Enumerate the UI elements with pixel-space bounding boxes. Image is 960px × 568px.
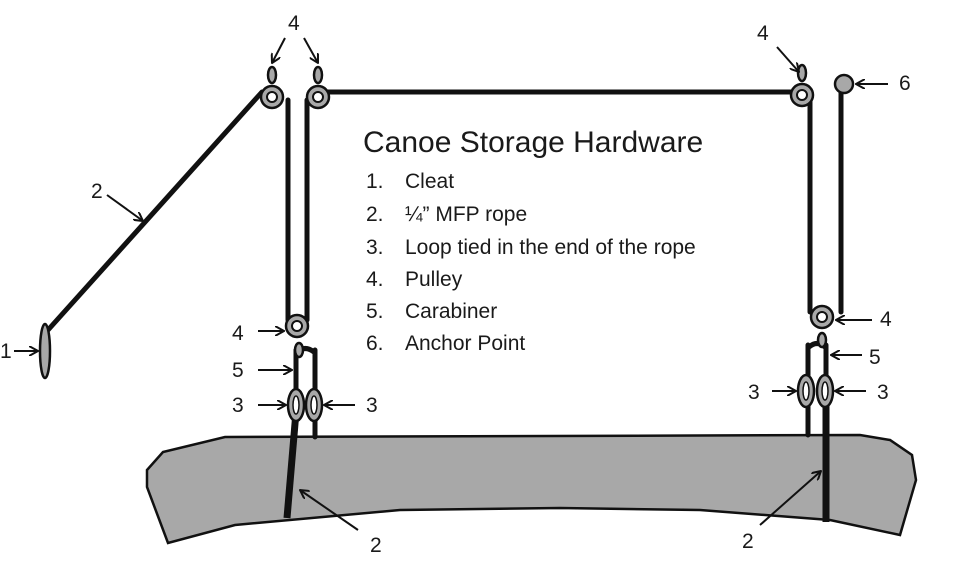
callout-rope-left-canoe: 2 xyxy=(370,534,382,557)
canoe-hull xyxy=(145,433,918,545)
callout-rope-upper: 2 xyxy=(91,180,103,203)
legend-num: 2. xyxy=(366,203,384,226)
legend-num: 6. xyxy=(366,332,384,355)
callout-pulley-right-low: 4 xyxy=(880,308,892,331)
legend-label: ¼” MFP rope xyxy=(405,203,527,226)
arrow-rope-right-canoe xyxy=(759,471,821,526)
anchor-point-icon xyxy=(833,73,855,95)
legend-label: Pulley xyxy=(405,268,463,291)
callout-cleat: 1 xyxy=(0,340,12,363)
rope-cleat-to-pulley xyxy=(45,89,265,333)
callout-pulley-top-pair: 4 xyxy=(288,12,300,35)
callout-loop-left-b: 3 xyxy=(366,394,378,417)
legend-label: Carabiner xyxy=(405,300,497,323)
callout-pulley-left-low: 4 xyxy=(232,322,244,345)
arrow-rope-left-canoe xyxy=(300,490,359,531)
callout-loop-left-a: 3 xyxy=(232,394,244,417)
callout-carabiner-left: 5 xyxy=(232,359,244,382)
cleat-icon xyxy=(38,322,52,380)
legend-list: 1. Cleat 2. ¼” MFP rope 3. Loop tied in … xyxy=(366,170,696,355)
loops-left-icon xyxy=(286,387,324,423)
pulley-top-right-icon xyxy=(789,63,815,108)
arrow-pulley-top-middle xyxy=(303,37,318,63)
legend-num: 4. xyxy=(366,268,384,291)
callout-loop-right-a: 3 xyxy=(748,381,760,404)
callout-rope-right-canoe: 2 xyxy=(742,530,754,553)
pulley-top-left-icon xyxy=(259,65,285,110)
callout-carabiner-right: 5 xyxy=(869,346,881,369)
pulley-left-low-icon xyxy=(284,313,310,359)
callout-loop-right-b: 3 xyxy=(877,381,889,404)
pulley-right-low-icon xyxy=(809,304,835,349)
arrow-rope-upper xyxy=(106,194,143,221)
pulley-top-middle-icon xyxy=(305,65,331,110)
arrow-pulley-top-left xyxy=(272,37,286,63)
legend-label: Loop tied in the end of the rope xyxy=(405,236,696,259)
legend-label: Anchor Point xyxy=(405,332,525,355)
legend-num: 5. xyxy=(366,300,384,323)
legend-num: 3. xyxy=(366,236,384,259)
callout-anchor: 6 xyxy=(899,72,911,95)
diagram-title: Canoe Storage Hardware xyxy=(363,126,703,159)
callout-pulley-top-right: 4 xyxy=(757,22,769,45)
legend-num: 1. xyxy=(366,170,384,193)
legend-label: Cleat xyxy=(405,170,454,193)
loops-right-icon xyxy=(796,373,835,409)
arrow-pulley-top-right xyxy=(776,46,799,72)
